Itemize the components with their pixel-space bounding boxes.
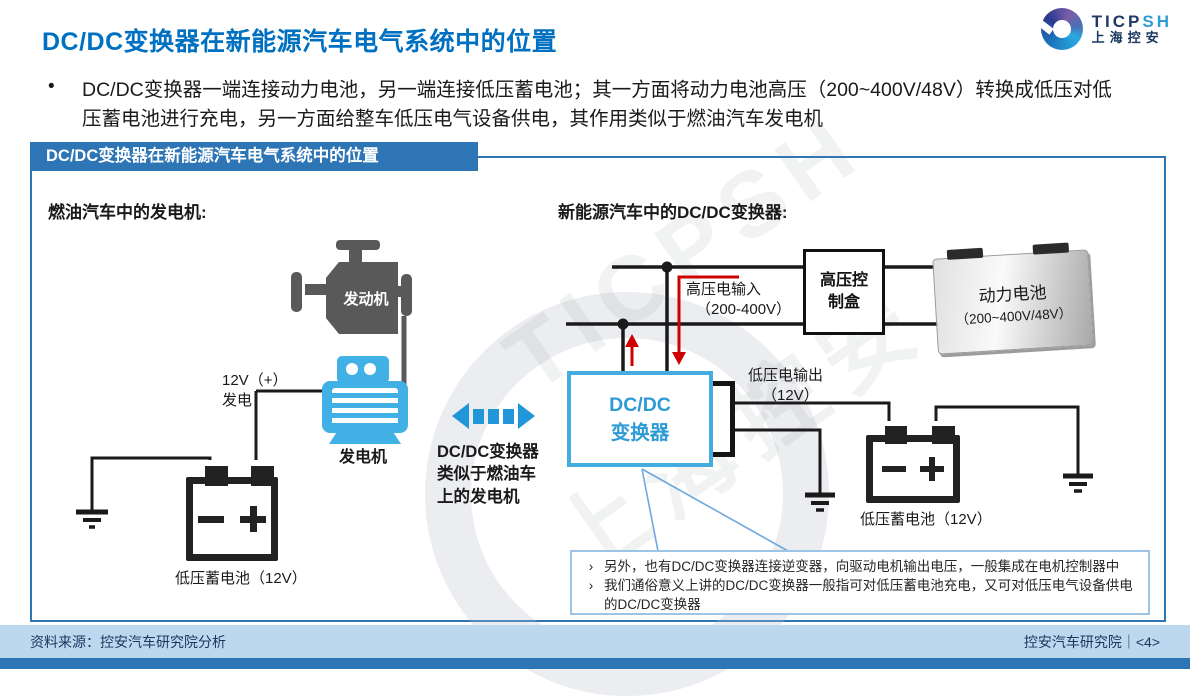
generator-icon <box>332 388 398 426</box>
hv-input-label-line2: （200-400V） <box>696 301 792 319</box>
note-item-text: 我们通俗意义上讲的DC/DC变换器一般指可对低压蓄电池充电，又可对低压电气设备供… <box>604 578 1133 613</box>
battery-terminal <box>251 466 274 486</box>
lv-battery-right-icon <box>866 426 960 503</box>
lv-battery-left-icon <box>186 466 278 561</box>
generator-label: 发电机 <box>339 449 388 466</box>
bullet-marker: • <box>48 76 55 97</box>
logo-subtitle: 上海控安 <box>1091 30 1164 46</box>
footer-bar: 资料来源：控安汽车研究院分析 控安汽车研究院｜<4> <box>0 625 1190 658</box>
source-note: 资料来源：控安汽车研究院分析 <box>30 633 226 650</box>
left-arrowhead-icon <box>452 403 469 429</box>
minus-symbol <box>198 515 224 523</box>
bidirectional-arrow-icon <box>452 403 535 429</box>
company-logo: TICPSH 上海控安 <box>1040 8 1172 50</box>
wire-12v-label: 12V（+） 发电 <box>222 371 287 412</box>
note-item: › 我们通俗意义上讲的DC/DC变换器一般指可对低压蓄电池充电，又可对低压电气设… <box>578 576 1140 614</box>
right-section-heading: 新能源汽车中的DC/DC变换器: <box>558 203 788 222</box>
lv-output-label-line2: （12V） <box>762 387 819 405</box>
note-item: › 另外，也有DC/DC变换器连接逆变器，向驱动电机输出电压，一般集成在电机控制… <box>578 557 1140 576</box>
arrow-segment <box>503 408 514 424</box>
arrow-segment <box>473 408 484 424</box>
generator-icon <box>337 356 389 383</box>
logo-text: TICPSH 上海控安 <box>1092 12 1172 46</box>
lv-battery-right-label: 低压蓄电池（12V） <box>860 511 992 528</box>
right-arrowhead-icon <box>518 403 535 429</box>
lv-output-label-line1: 低压电输出 <box>748 367 824 384</box>
note-item-marker: › <box>588 559 594 574</box>
dcdc-converter-line2: 变换器 <box>610 422 670 444</box>
arrow-segment <box>488 408 499 424</box>
generator-icon <box>329 433 401 444</box>
hv-control-box-line2: 制盒 <box>827 294 860 311</box>
page-title: DC/DC变换器在新能源汽车电气系统中的位置 <box>42 28 558 56</box>
plus-symbol <box>240 506 266 532</box>
generator-icon-body <box>322 381 408 433</box>
battery-terminal <box>885 426 907 444</box>
engine-icon <box>305 284 327 295</box>
footer-accent-strip <box>0 658 1190 669</box>
lv-battery-left-label: 低压蓄电池（12V） <box>175 570 307 587</box>
note-item-marker: › <box>588 578 594 594</box>
hv-control-box-line1: 高压控 <box>819 272 868 290</box>
engine-icon <box>336 240 380 250</box>
wire-12v-label-line2: 发电 <box>222 392 253 410</box>
note-item-text: 另外，也有DC/DC变换器连接逆变器，向驱动电机输出电压，一般集成在电机控制器中 <box>604 559 1120 574</box>
engine-icon-body: 发动机 <box>326 262 398 334</box>
swirl-logo-icon <box>1040 8 1083 50</box>
analogy-caption-line2: 类似于燃油车 <box>437 465 536 484</box>
dcdc-output-connector <box>709 381 735 457</box>
note-callout-box: › 另外，也有DC/DC变换器连接逆变器，向驱动电机输出电压，一般集成在电机控制… <box>570 550 1150 615</box>
generator-icon <box>346 363 358 375</box>
hv-control-box: 高压控 制盒 <box>803 249 885 335</box>
hv-input-label: 高压电输入 （200-400V） <box>686 280 791 321</box>
footer-right-text: 控安汽车研究院｜<4> <box>1023 633 1160 650</box>
battery-terminal <box>205 466 228 486</box>
dcdc-converter-box: DC/DC 变换器 <box>567 371 713 467</box>
dcdc-converter-line1: DC/DC <box>609 393 671 416</box>
analogy-caption-line1: DC/DC变换器 <box>437 443 539 461</box>
logo-name-primary: TICP <box>1091 11 1143 31</box>
plus-symbol <box>920 457 944 481</box>
battery-terminal <box>1032 242 1070 255</box>
logo-name-accent: SH <box>1142 11 1172 31</box>
intro-bullet: • DC/DC变换器一端连接动力电池，另一端连接低压蓄电池；其一方面将动力电池高… <box>48 76 1138 135</box>
engine-icon <box>349 248 362 266</box>
analogy-caption-line3: 上的发电机 <box>437 487 520 506</box>
hv-input-label-line1: 高压电输入 <box>686 281 762 298</box>
engine-icon <box>291 272 302 312</box>
panel-header-badge: DC/DC变换器在新能源汽车电气系统中的位置 <box>30 142 478 171</box>
battery-terminal <box>932 426 955 444</box>
battery-terminal <box>946 247 984 260</box>
power-battery-voltage: （200~400V/48V） <box>955 304 1073 328</box>
analogy-caption: DC/DC变换器 类似于燃油车 上的发电机 <box>437 441 539 508</box>
engine-label: 发动机 <box>343 290 389 308</box>
power-battery-pack: 动力电池 （200~400V/48V） <box>932 242 1094 355</box>
engine-icon <box>401 274 412 316</box>
left-section-heading: 燃油汽车中的发电机: <box>48 203 207 222</box>
lv-output-label: 低压电输出 （12V） <box>748 366 823 407</box>
bullet-text: DC/DC变换器一端连接动力电池，另一端连接低压蓄电池；其一方面将动力电池高压（… <box>82 79 1112 131</box>
generator-icon <box>364 363 376 375</box>
logo-name: TICPSH <box>1092 12 1172 32</box>
minus-symbol <box>882 466 906 472</box>
wire-12v-label-line1: 12V（+） <box>222 372 288 389</box>
